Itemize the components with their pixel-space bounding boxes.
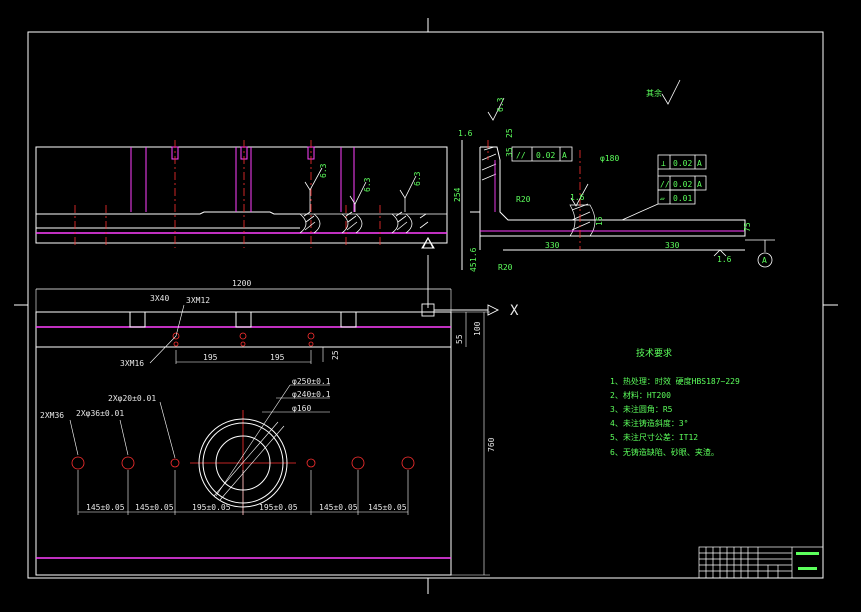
- dim-1-6-a: 1.6: [458, 129, 473, 138]
- dim-760: 760: [487, 437, 496, 452]
- tol-parallel-2-sym: //: [660, 180, 670, 189]
- pitch-5: 145±0.05: [319, 503, 358, 512]
- dim-r20-a: R20: [516, 195, 531, 204]
- dim-330-a: 330: [545, 241, 560, 250]
- tol-flat-sym: ▱: [660, 194, 665, 203]
- note-5: 5、未注尺寸公差：IT12: [610, 432, 698, 442]
- title-block: [698, 546, 824, 579]
- tol-parallel-2-val: 0.02: [673, 180, 692, 189]
- dim-195-a: 195: [203, 353, 218, 362]
- roughness-6-3-b: 6.3: [363, 177, 372, 192]
- dim-2xphi20: 2Xφ20±0.01: [108, 394, 156, 403]
- pitch-1: 145±0.05: [86, 503, 125, 512]
- dim-phi160: φ160: [292, 404, 311, 413]
- dim-75: 75: [743, 222, 752, 232]
- dim-1200: 1200: [232, 279, 251, 288]
- dim-phi240: φ240±0.1: [292, 390, 331, 399]
- tol-perp-ref: A: [697, 159, 702, 168]
- dim-35: 35: [505, 147, 514, 157]
- dim-1-6-c: 1.6: [570, 193, 585, 202]
- note-2: 2、材料：HT200: [610, 390, 671, 400]
- dim-100: 100: [473, 321, 482, 336]
- tol-flat-val: 0.01: [673, 194, 692, 203]
- dim-r20-b: R20: [498, 263, 513, 272]
- dim-254: 254: [453, 187, 462, 202]
- dim-1-6-b: 1.6: [469, 247, 478, 262]
- pitch-6: 145±0.05: [368, 503, 407, 512]
- dim-3xm12: 3XM12: [186, 296, 210, 305]
- dim-25-top: 25: [331, 350, 340, 360]
- tol-parallel-1-val: 0.02: [536, 151, 555, 160]
- side-section-view: [461, 79, 775, 270]
- dim-45: 45: [469, 262, 478, 272]
- notes-title: 技术要求: [636, 347, 672, 359]
- tol-perp-val: 0.02: [673, 159, 692, 168]
- side-section-dims: 1.6 6.3 25 35 254 R20 R20 1.6 45 φ180 1.…: [453, 88, 767, 272]
- technical-requirements: 技术要求 1、热处理：时效 硬度HBS187~229 2、材料：HT200 3、…: [610, 347, 740, 457]
- top-view-dims: 1200 3X40 3XM12 3XM16 195 195 25 55 100 …: [40, 279, 519, 512]
- dim-3xm16: 3XM16: [120, 359, 144, 368]
- ucs-x-label: X: [510, 303, 519, 319]
- datum-a-label: A: [762, 256, 767, 265]
- dim-phi250: φ250±0.1: [292, 377, 331, 386]
- dim-2xm36: 2XM36: [40, 411, 64, 420]
- tol-perp-sym: ⊥: [661, 159, 666, 168]
- roughness-6-3-c: 6.3: [413, 171, 422, 186]
- top-view: [35, 236, 500, 576]
- front-view: [35, 140, 448, 249]
- rest-roughness: 其余: [646, 88, 662, 98]
- tol-parallel-1-sym: //: [516, 151, 526, 160]
- dim-25: 25: [505, 128, 514, 138]
- note-6: 6、无铸造缺陷、砂眼、夹渣。: [610, 447, 719, 457]
- note-1: 1、热处理：时效 硬度HBS187~229: [610, 376, 740, 386]
- note-4: 4、未注铸造斜度：3°: [610, 418, 688, 428]
- pitch-3: 195±0.05: [192, 503, 231, 512]
- pitch-4: 195±0.05: [259, 503, 298, 512]
- tol-parallel-2-ref: A: [697, 180, 702, 189]
- sheet-border: [14, 18, 838, 594]
- dim-195-b: 195: [270, 353, 285, 362]
- dim-1-6-d: 1.6: [717, 255, 732, 264]
- note-3: 3、未注圆角：R5: [610, 404, 673, 414]
- tol-parallel-1-ref: A: [562, 151, 567, 160]
- dim-55: 55: [455, 334, 464, 344]
- dim-phi180: φ180: [600, 154, 619, 163]
- pitch-2: 145±0.05: [135, 503, 174, 512]
- dim-2xphi36: 2Xφ36±0.01: [76, 409, 124, 418]
- dim-6-3-d: 6.3: [496, 97, 505, 112]
- dim-15: 15: [595, 216, 604, 226]
- dim-330-b: 330: [665, 241, 680, 250]
- roughness-6-3-a: 6.3: [319, 163, 328, 178]
- dim-3x40: 3X40: [150, 294, 169, 303]
